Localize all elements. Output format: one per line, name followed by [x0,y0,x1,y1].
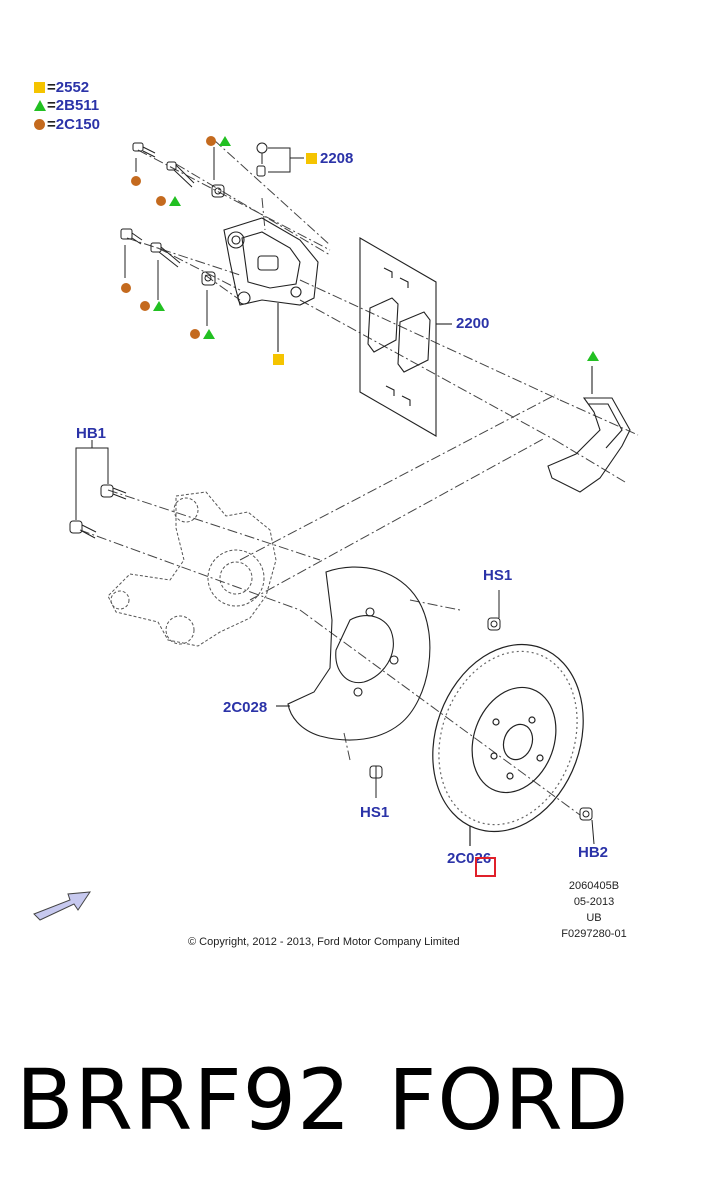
callout-hub-bolt[interactable]: HB1 [76,425,107,442]
square-icon [34,81,45,93]
figure-id: F0297280-01 [561,928,627,940]
caliper-bracket-part [547,366,631,493]
legend-item-triangle: = 2B511 [34,96,100,114]
legend-code: 2C150 [55,115,100,133]
triangle-icon [34,99,46,111]
callout-rotor-screw[interactable]: HB2 [578,844,609,861]
drawing-number: 2060405B [568,880,620,892]
drawing-date: 05-2013 [573,896,615,908]
brake-pads-part [359,237,452,437]
legend-code: 2552 [55,78,90,96]
drawing-region: UB [586,912,602,924]
shield-screws [369,590,501,798]
legend-eq: = [47,78,56,96]
selection-highlight [475,857,496,877]
callout-splash-shield[interactable]: 2C028 [223,699,268,716]
callout-shield-screw-lower[interactable]: HS1 [360,804,390,821]
splash-shield-part [276,566,431,741]
legend-eq: = [47,96,56,114]
callout-bleed-screw[interactable]: 2208 [320,150,354,167]
symbol-markers [121,136,599,365]
circle-icon [34,118,45,130]
brake-caliper-part [223,217,319,352]
legend-eq: = [47,115,56,133]
brake-disc-part [432,643,584,846]
legend-item-circle: = 2C150 [34,115,100,133]
brake-assembly-diagram [33,136,639,921]
callout-brake-disc[interactable]: 2C026 [447,850,492,867]
steering-knuckle-part [107,491,277,647]
callout-shield-screw-upper[interactable]: HS1 [483,567,513,584]
legend-code: 2B511 [55,96,100,114]
orientation-arrow-icon [33,891,91,921]
hub-bolts [69,440,127,539]
drawing-meta: 2060405B 05-2013 UB F0297280-01 [552,878,636,942]
brand-name: FORD [388,1051,630,1149]
callout-brake-pads[interactable]: 2200 [456,315,490,332]
rotor-screw [579,807,595,845]
copyright-notice: © Copyright, 2012 - 2013, Ford Motor Com… [188,936,460,948]
legend-item-square: = 2552 [34,78,90,96]
caliper-bolts [120,142,225,326]
center-lines [79,139,639,816]
bleed-screw-part [256,142,304,177]
part-number: BRRF92 [16,1051,352,1149]
